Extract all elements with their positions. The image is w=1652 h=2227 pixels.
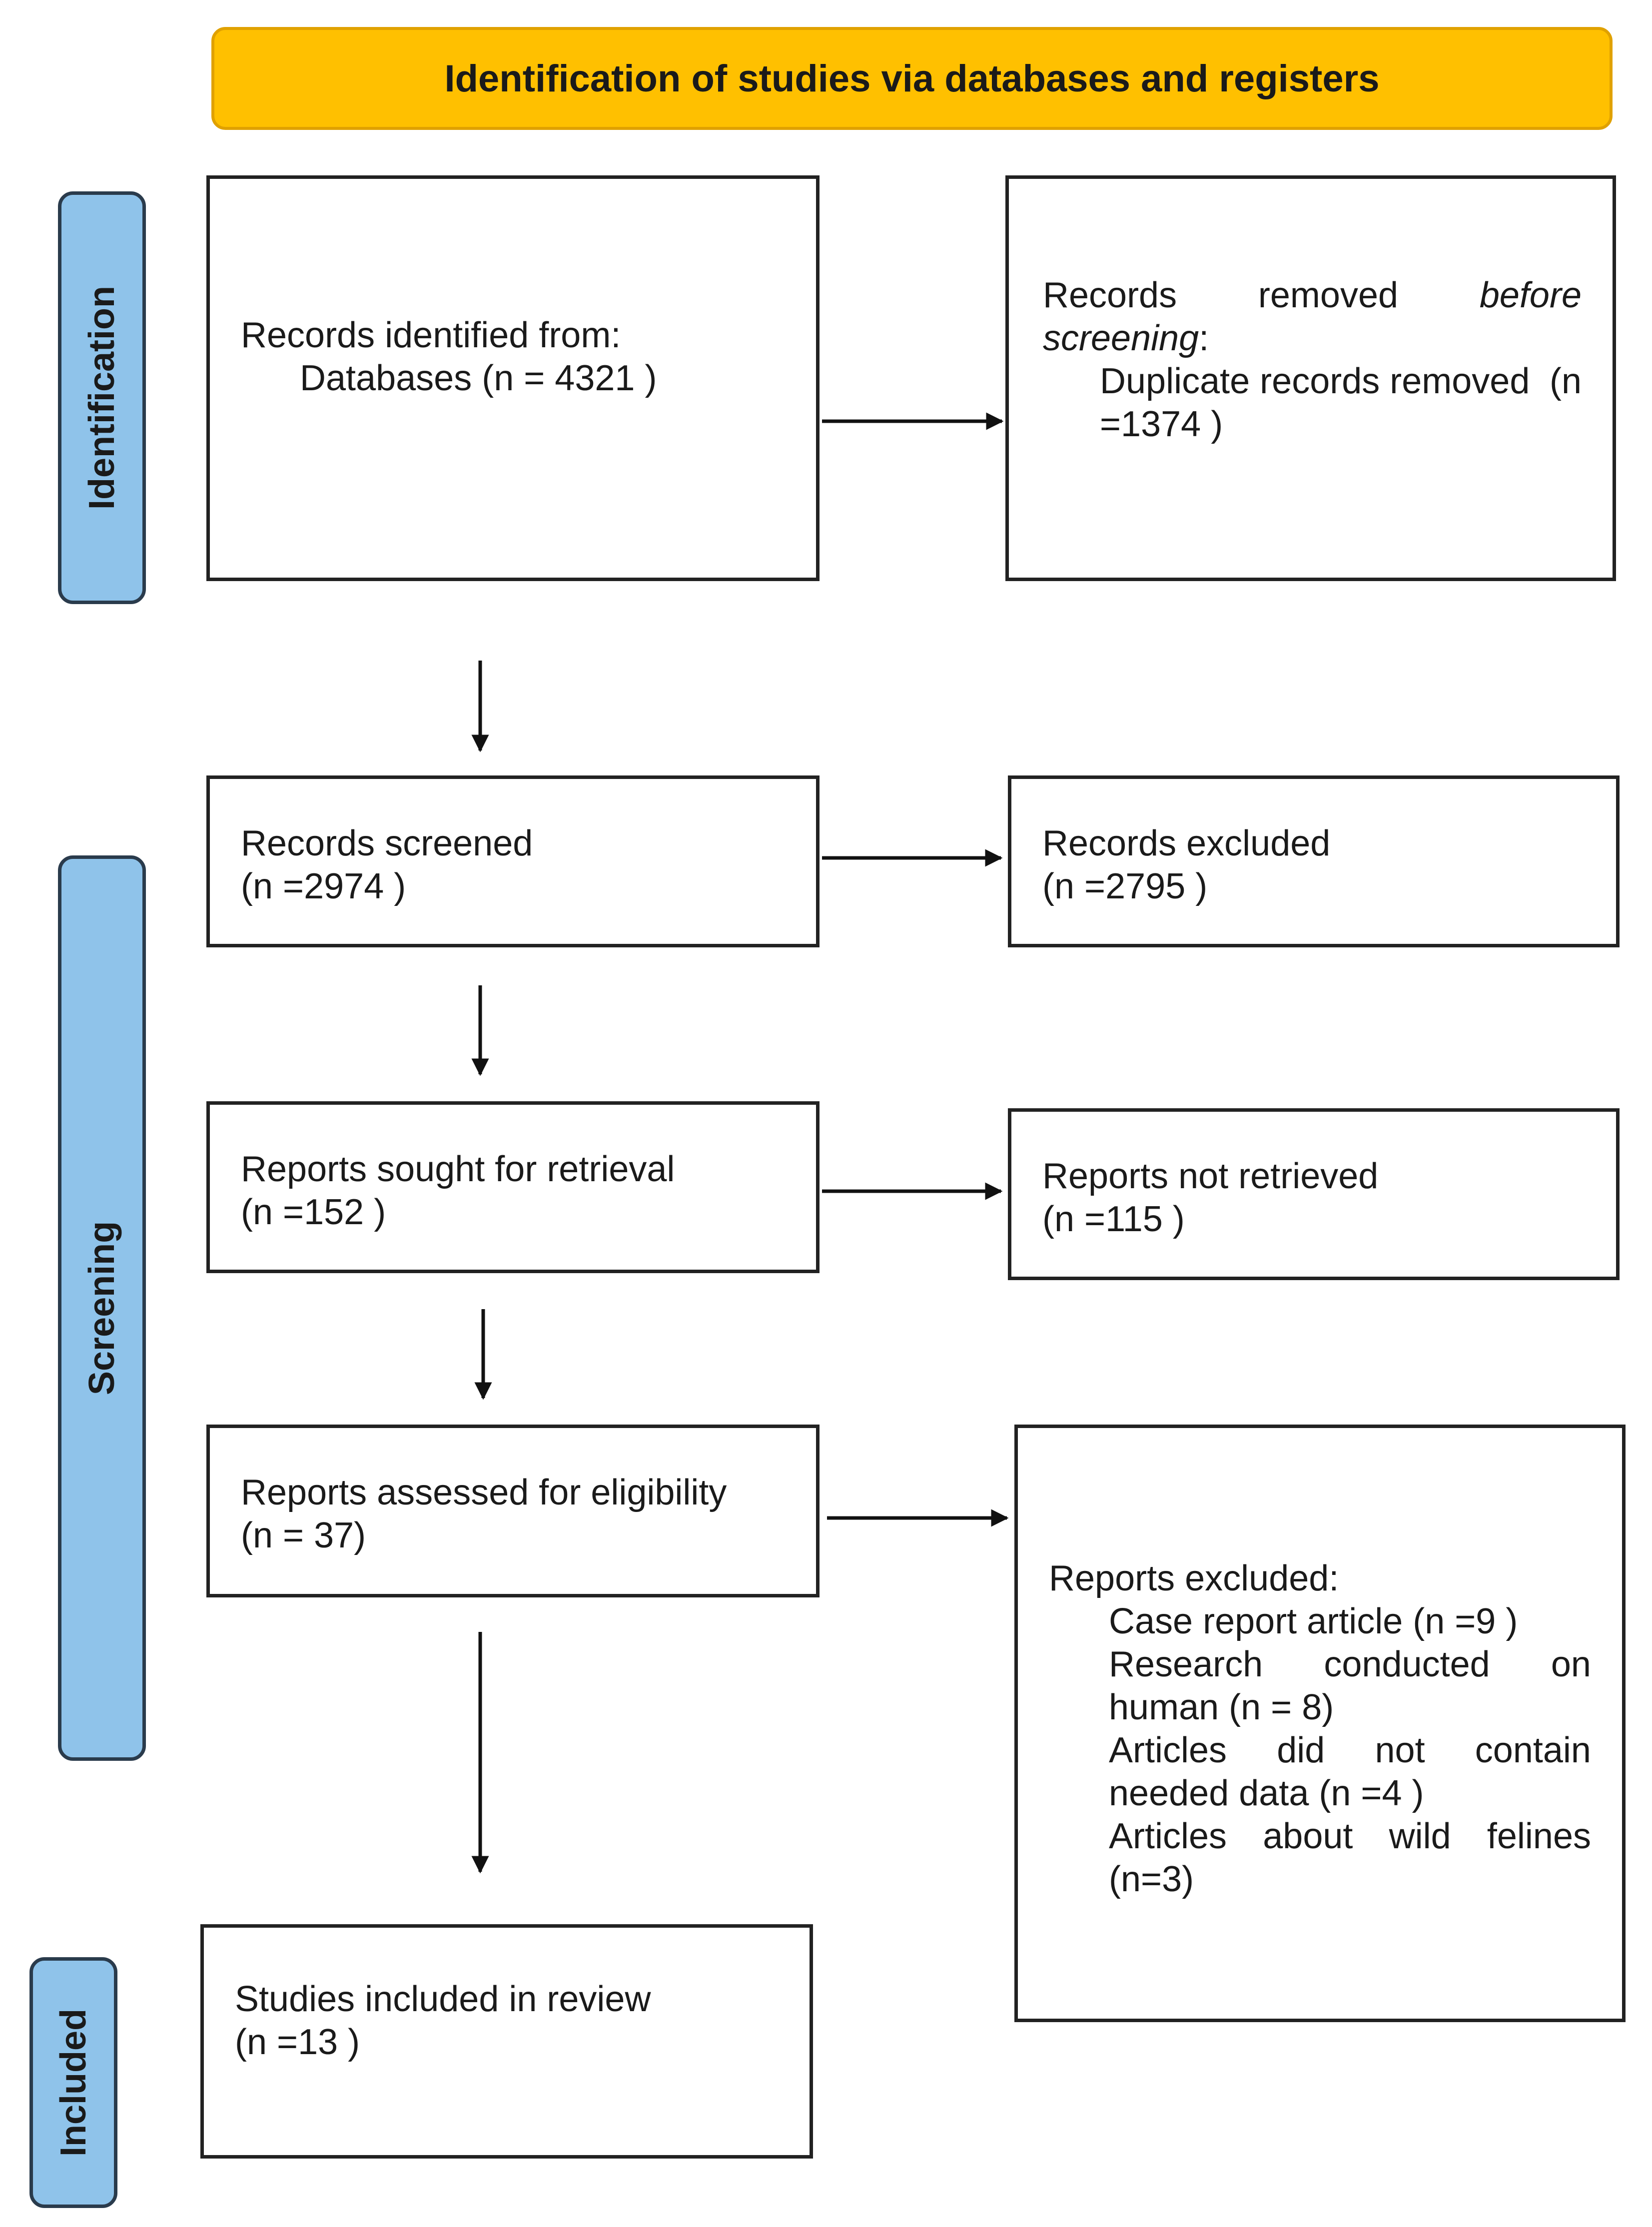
reports-excluded-box: Reports excluded: Case report article (n… [1014,1425,1626,2022]
records-removed-screening-line: screening: [1043,317,1582,360]
records-screened-box: Records screened (n =2974 ) [206,775,820,947]
reason-felines-word-2: about [1263,1816,1353,1856]
records-screened-count: (n =2974 ) [241,866,406,906]
reason-data-word-2: did [1277,1730,1325,1770]
reason-felines-word-1: Articles [1109,1816,1227,1856]
reason-felines-rest: (n=3) [1109,1859,1194,1899]
reason-data-word-4: contain [1475,1730,1591,1770]
reports-sought-count: (n =152 ) [241,1192,386,1232]
reports-excluded-reasons: Case report article (n =9 ) Research con… [1049,1600,1591,1901]
reports-excluded-heading: Reports excluded: [1049,1558,1339,1598]
reason-felines-word-4: felines [1487,1816,1591,1856]
studies-included-label: Studies included in review [235,1979,651,2019]
duplicate-records-label: Duplicate records removed [1100,361,1530,401]
records-removed-word-screening: screening [1043,318,1199,358]
phase-screening-label: Screening [82,1221,122,1396]
reason-data-word-1: Articles [1109,1730,1227,1770]
records-identified-box: Records identified from: Databases (n = … [206,175,820,581]
duplicate-records-n-close: =1374 ) [1100,404,1223,444]
reason-data-word-3: not [1375,1730,1425,1770]
records-excluded-count: (n =2795 ) [1042,866,1208,906]
reason-research-word-2: conducted [1324,1644,1490,1684]
studies-included-count: (n =13 ) [235,2022,360,2062]
records-excluded-box: Records excluded (n =2795 ) [1008,775,1620,947]
records-excluded-label: Records excluded [1042,823,1331,863]
records-screened-label: Records screened [241,823,533,863]
reports-not-retrieved-count: (n =115 ) [1042,1199,1185,1239]
reason-data-row: Articles did not contain [1109,1729,1591,1772]
reason-research-word-3: on [1551,1644,1591,1684]
reports-assessed-count: (n = 37) [241,1515,366,1555]
reason-felines-word-3: wild [1389,1816,1451,1856]
reports-sought-box: Reports sought for retrieval (n =152 ) [206,1101,820,1273]
reason-research-row: Research conducted on [1109,1643,1591,1686]
records-removed-word-records: Records [1043,275,1177,315]
reports-not-retrieved-label: Reports not retrieved [1042,1156,1379,1196]
reason-data-rest: needed data (n =4 ) [1109,1773,1424,1813]
reason-research-rest: human (n = 8) [1109,1687,1334,1727]
reports-assessed-label: Reports assessed for eligibility [241,1473,727,1512]
duplicate-records-row: Duplicate records removed (n [1043,360,1582,403]
reports-assessed-box: Reports assessed for eligibility (n = 37… [206,1425,820,1597]
records-identified-heading: Records identified from: [241,315,621,355]
records-removed-box: Records removed before screening: Duplic… [1005,175,1616,581]
banner-title: Identification of studies via databases … [444,57,1380,100]
records-identified-databases: Databases (n = 4321 ) [300,358,657,398]
identification-banner: Identification of studies via databases … [211,27,1613,130]
records-removed-colon: : [1199,318,1209,358]
phase-included-label: Included [53,2008,93,2157]
reason-case-report: Case report article (n =9 ) [1109,1601,1518,1641]
phase-screening: Screening [58,855,146,1761]
records-removed-word-before: before [1479,275,1582,315]
reports-not-retrieved-box: Reports not retrieved (n =115 ) [1008,1108,1620,1280]
phase-included: Included [29,1957,117,2208]
records-removed-word-removed: removed [1258,275,1399,315]
duplicate-records-n-open: (n [1549,361,1582,401]
reports-sought-label: Reports sought for retrieval [241,1149,675,1189]
reason-research-word-1: Research [1109,1644,1263,1684]
records-removed-heading-row: Records removed before [1043,274,1582,317]
phase-identification: Identification [58,191,146,604]
phase-identification-label: Identification [82,286,122,510]
reason-felines-row: Articles about wild felines [1109,1815,1591,1858]
studies-included-box: Studies included in review (n =13 ) [200,1924,813,2159]
